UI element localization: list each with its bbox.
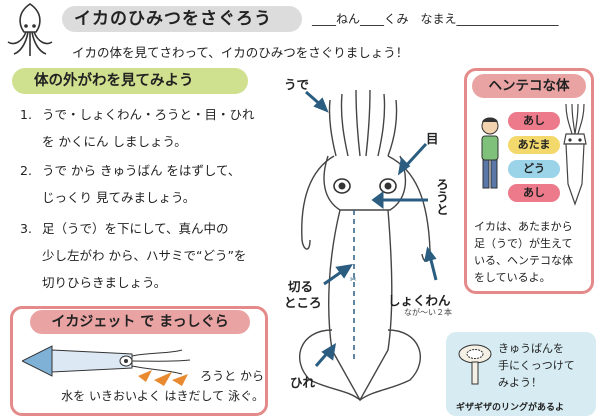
label-fin: ひれ xyxy=(290,375,316,390)
label-cut-place: ところ xyxy=(284,295,322,310)
label-eye: 目 xyxy=(426,131,439,146)
odd-body-line: いる、ヘンテコな体 xyxy=(474,254,573,267)
swimming-squid-icon xyxy=(22,345,191,386)
squid-jet-line: ろうと から xyxy=(200,369,264,383)
step-text: うで・しょくわん・ろうと・目・ひれ xyxy=(42,107,255,122)
sucker-icon xyxy=(458,344,492,385)
band-legs-bottom: あし xyxy=(508,184,560,202)
step-text: を かくにん しましょう。 xyxy=(42,134,187,149)
label-arms: うで xyxy=(284,77,310,92)
squid-jet-title: イカジェット で まっしぐら xyxy=(30,310,250,334)
step-text: じっくり 見てみましょう。 xyxy=(42,190,196,205)
svg-text:✂: ✂ xyxy=(350,275,357,284)
odd-body-text: イカは、あたまから 足（うで）が生えて いる、ヘンテコな体 をしているよ。 xyxy=(474,218,590,286)
squid-jet-line: 水を いきおいよく はきだして 泳ぐ。 xyxy=(61,389,264,403)
odd-body-line: をしているよ。 xyxy=(474,271,551,284)
sucker-line: きゅうばんを xyxy=(498,342,564,355)
sucker-line: みよう！ xyxy=(498,376,542,389)
intro-text: イカの体を見てさわって、イカのひみつをさぐりましょう！ xyxy=(72,45,409,60)
step-number: 3. xyxy=(20,221,32,236)
odd-body-line: イカは、あたまから xyxy=(474,220,573,233)
step-2: 2. うで から きゅうばん をはずして、 じっくり 見てみましょう。 xyxy=(20,157,240,211)
section-observe-title: 体の外がわを見てみよう xyxy=(12,68,248,94)
band-legs-top: あし xyxy=(508,112,560,130)
odd-body-line: 足（うで）が生えて xyxy=(474,237,573,250)
label-tentacle-note: なが〜い２本 xyxy=(404,308,452,317)
step-text: 切りひらきましょう。 xyxy=(42,275,167,290)
step-number: 1. xyxy=(20,107,32,122)
squid-diagram: ✂ xyxy=(299,89,438,402)
odd-body-title: ヘンテコな体 xyxy=(472,74,586,98)
step-text: 少し左がわ から、ハサミで“どう”を xyxy=(42,248,247,263)
step-number: 2. xyxy=(20,163,32,178)
step-text: 足（うで）を下にして、真ん中の xyxy=(42,221,229,236)
step-text: うで から きゅうばん をはずして、 xyxy=(42,163,241,178)
step-3: 3. 足（うで）を下にして、真ん中の 少し左がわ から、ハサミで“どう”を 切りひ… xyxy=(20,215,246,296)
label-cut: 切る xyxy=(288,279,314,294)
upside-down-squid-icon xyxy=(563,104,587,206)
band-body: どう xyxy=(508,160,560,178)
sucker-line: 手にくっつけて xyxy=(498,359,575,372)
squid-logo-icon xyxy=(7,3,53,56)
label-funnel: ろうと xyxy=(434,178,449,216)
sucker-note: ギザギザのリングがあるよ xyxy=(456,403,565,413)
name-class-line: ____ねん____くみ なまえ_________________ xyxy=(312,12,559,26)
band-head: あたま xyxy=(508,136,560,154)
squid-jet-text: ろうと から 水を いきおいよく はきだして 泳ぐ。 xyxy=(54,366,264,406)
sucker-text: きゅうばんを 手にくっつけて みよう！ xyxy=(498,340,594,391)
step-1: 1. うで・しょくわん・ろうと・目・ひれ を かくにん しましょう。 xyxy=(20,101,255,155)
worksheet-title: イカのひみつをさぐろう xyxy=(62,6,302,32)
label-tentacle: しょくわん xyxy=(388,293,451,308)
child-illustration-icon xyxy=(481,117,499,189)
squid-jet-box xyxy=(10,306,268,416)
